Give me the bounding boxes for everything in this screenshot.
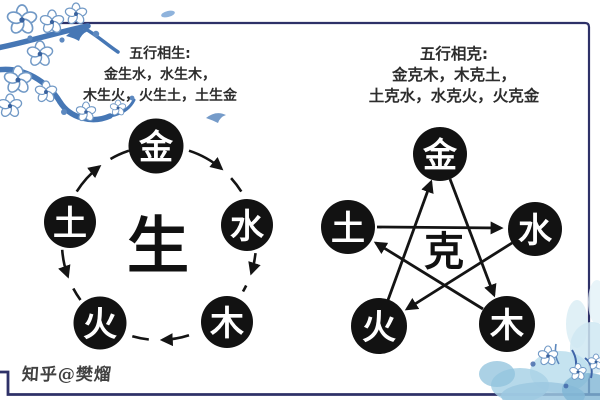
arrow-earth-overcomes-water bbox=[376, 221, 504, 235]
arrow-fire-overcomes-metal bbox=[386, 179, 434, 301]
arrow-metal-overcomes-wood bbox=[448, 178, 497, 298]
blossom-flower bbox=[63, 2, 89, 26]
branch-stroke bbox=[0, 23, 91, 51]
overcoming-line2: 土克水，水克火，火克金 bbox=[368, 87, 540, 105]
overcoming-center-character: 克 bbox=[424, 229, 464, 275]
frame-bottom-line bbox=[0, 370, 600, 396]
watermark: 知乎@樊熘 bbox=[21, 365, 113, 385]
node-water bbox=[508, 202, 562, 256]
generation-header: 五行相生: 金生水，水生木， 木生火，火生土，土生金 bbox=[36, 44, 284, 107]
blossom-bud bbox=[129, 95, 135, 101]
arrow-earth-to-metal bbox=[75, 165, 102, 193]
bird-icon bbox=[206, 113, 226, 123]
arrow-water-overcomes-fire bbox=[404, 241, 513, 311]
node-fire-label: 火 bbox=[362, 308, 396, 348]
node-fire bbox=[351, 298, 407, 354]
node-fire-label: 火 bbox=[83, 305, 117, 345]
overcoming-cycle-diagram: 金 水 木 火 土 克 bbox=[321, 127, 562, 354]
watercolor-decoration bbox=[479, 280, 600, 400]
node-metal bbox=[128, 118, 184, 174]
node-water-label: 水 bbox=[230, 207, 265, 247]
node-earth bbox=[321, 200, 375, 254]
blossom-bud bbox=[530, 361, 536, 367]
blossom-bud bbox=[563, 383, 569, 389]
plum-blossom-decoration bbox=[0, 2, 226, 123]
blossom-bud bbox=[59, 37, 65, 43]
arrow-metal-to-water bbox=[188, 149, 224, 171]
node-wood-label: 木 bbox=[489, 306, 524, 346]
generation-center-character: 生 bbox=[127, 210, 189, 283]
node-wood bbox=[201, 296, 253, 348]
bird-icon bbox=[66, 29, 88, 41]
arrow-earth-to-fire bbox=[58, 249, 71, 279]
node-wood bbox=[479, 296, 535, 352]
node-metal bbox=[413, 127, 467, 181]
arc-segment bbox=[241, 284, 248, 293]
node-water bbox=[221, 199, 273, 251]
node-earth-label: 土 bbox=[331, 209, 365, 249]
node-water-label: 水 bbox=[518, 211, 553, 251]
generation-line2: 木生火，火生土，土生金 bbox=[83, 88, 237, 104]
node-metal-label: 金 bbox=[138, 128, 174, 168]
page-frame bbox=[0, 21, 600, 396]
leaf-icon bbox=[161, 10, 175, 18]
blossom-flower bbox=[0, 93, 24, 119]
overcoming-title: 五行相克: bbox=[419, 45, 489, 63]
frame-top-right-line bbox=[44, 21, 591, 395]
overcoming-header: 五行相克: 金克木，木克土， 土克水，水克火，火克金 bbox=[322, 44, 586, 107]
node-earth bbox=[44, 196, 96, 248]
blossom-bud bbox=[27, 35, 33, 41]
arrow-wood-overcomes-earth bbox=[373, 241, 484, 311]
arrow-water-to-wood bbox=[248, 252, 261, 276]
branch-twig bbox=[82, 26, 120, 54]
arc-segment bbox=[131, 335, 149, 341]
branch-twig bbox=[108, 98, 136, 118]
overcoming-line1: 金克木，木克土， bbox=[391, 66, 516, 84]
blossom-bud bbox=[92, 30, 100, 38]
generation-cycle-diagram: 金 水 木 火 土 生 bbox=[44, 118, 273, 350]
node-metal-label: 金 bbox=[422, 136, 458, 176]
blossom-bud bbox=[61, 109, 67, 115]
branch-stroke bbox=[0, 66, 63, 105]
node-fire bbox=[73, 296, 127, 350]
generation-title: 五行相生: bbox=[129, 46, 191, 62]
arc-segment bbox=[109, 149, 130, 161]
node-earth-label: 土 bbox=[53, 204, 87, 244]
generation-line1: 金生水，水生木， bbox=[104, 67, 216, 83]
node-wood-label: 木 bbox=[209, 304, 244, 344]
arc-segment bbox=[72, 287, 82, 301]
arrow-wood-to-fire bbox=[159, 333, 190, 347]
blossom-flower bbox=[5, 4, 39, 37]
arc-segment bbox=[230, 177, 243, 193]
